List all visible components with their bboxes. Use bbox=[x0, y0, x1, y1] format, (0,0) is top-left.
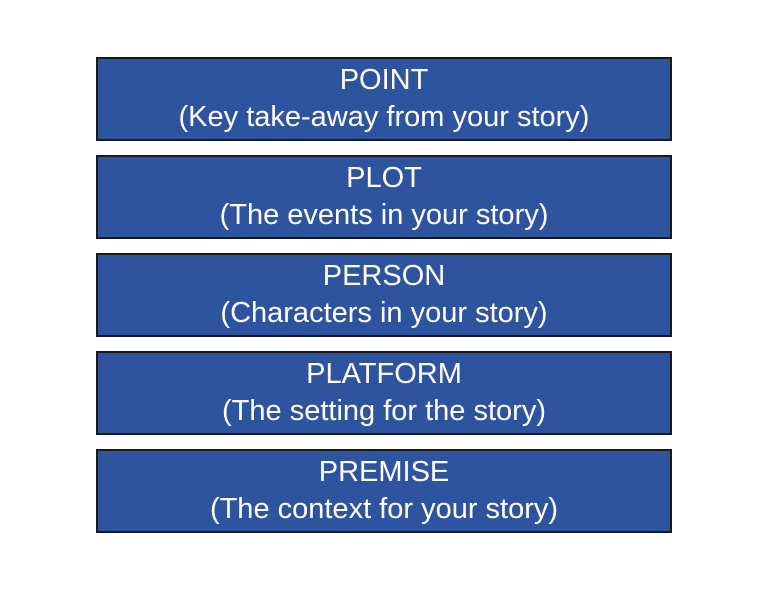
person-subtitle: (Characters in your story) bbox=[220, 297, 548, 329]
person-title: PERSON bbox=[322, 260, 446, 292]
platform-subtitle: (The setting for the story) bbox=[222, 395, 546, 427]
point-title: POINT bbox=[339, 64, 429, 96]
platform-block: PLATFORM (The setting for the story) bbox=[96, 351, 672, 435]
premise-block: PREMISE (The context for your story) bbox=[96, 449, 672, 533]
plot-subtitle: (The events in your story) bbox=[219, 199, 549, 231]
point-block: POINT (Key take-away from your story) bbox=[96, 57, 672, 141]
point-subtitle: (Key take-away from your story) bbox=[178, 101, 590, 133]
person-block: PERSON (Characters in your story) bbox=[96, 253, 672, 337]
platform-title: PLATFORM bbox=[306, 358, 462, 390]
plot-block: PLOT (The events in your story) bbox=[96, 155, 672, 239]
story-elements-stack: POINT (Key take-away from your story) PL… bbox=[96, 57, 672, 547]
premise-title: PREMISE bbox=[318, 456, 450, 488]
premise-subtitle: (The context for your story) bbox=[209, 493, 559, 525]
plot-title: PLOT bbox=[346, 162, 422, 194]
